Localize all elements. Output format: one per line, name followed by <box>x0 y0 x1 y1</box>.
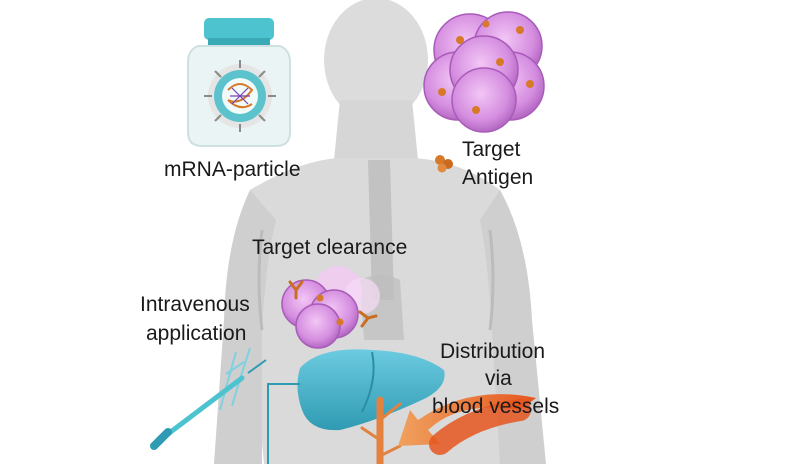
vial-icon <box>187 18 291 147</box>
liver-icon <box>297 349 445 431</box>
intravenous-label-line1: Intravenous <box>140 293 250 316</box>
callout-line <box>267 383 300 464</box>
distribution-label-line3: blood vessels <box>432 395 560 418</box>
distribution-label-line1: Distribution <box>440 340 546 363</box>
target-antigen-label-line2: Antigen <box>462 166 534 189</box>
antigen-icon <box>435 155 453 173</box>
mrna-particle-label: mRNA-particle <box>164 158 301 181</box>
target-antigen-label-line1: Target <box>462 138 521 161</box>
syringe-icon <box>150 359 267 450</box>
distribution-label-line2: via <box>485 367 512 390</box>
cell-cluster-icon <box>423 11 545 133</box>
intravenous-label-line2: application <box>146 322 247 345</box>
target-clearance-label: Target clearance <box>252 236 408 259</box>
clearance-cluster-icon <box>281 266 380 349</box>
blood-vessel-icon <box>360 396 402 464</box>
